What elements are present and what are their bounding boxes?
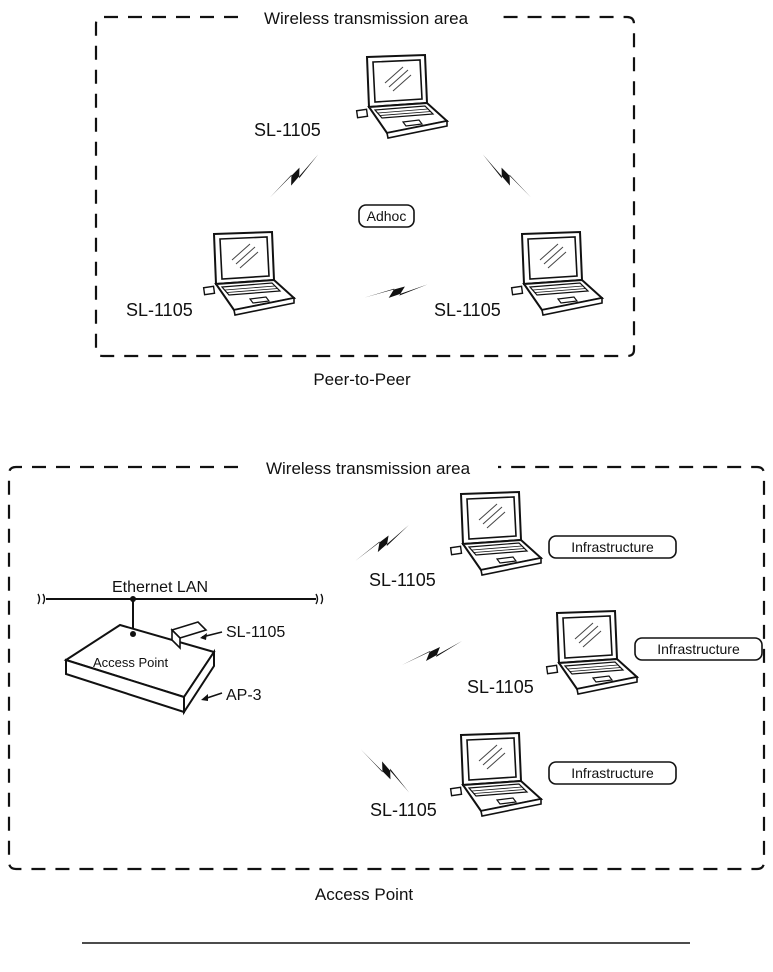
pointer-arrow [200, 632, 222, 640]
laptop-icon [547, 611, 637, 694]
access-point-label: Access Point [93, 655, 169, 670]
ap-model-label: AP-3 [226, 687, 262, 704]
device-label: SL-1105 [467, 677, 534, 697]
mode-tag-label: Infrastructure [571, 539, 654, 555]
peer-area-title: Wireless transmission area [264, 9, 469, 28]
access-point-section: Wireless transmission area Ethernet LAN … [9, 459, 764, 904]
device-label: SL-1105 [369, 570, 436, 590]
wireless-signal-icon [402, 641, 462, 665]
device-label: SL-1105 [254, 120, 321, 140]
device-label: SL-1105 [126, 300, 193, 320]
laptop-icon [451, 492, 541, 575]
device-label: SL-1105 [434, 300, 501, 320]
wireless-signal-icon [364, 274, 427, 308]
laptop-icon [204, 232, 294, 315]
lan-label: Ethernet LAN [112, 579, 208, 596]
mode-tag-label: Infrastructure [657, 641, 740, 657]
mode-tag-label: Infrastructure [571, 765, 654, 781]
device-label: SL-1105 [370, 800, 437, 820]
laptop-icon [451, 733, 541, 816]
adapter-label: SL-1105 [226, 624, 285, 641]
peer-caption: Peer-to-Peer [313, 370, 411, 389]
wireless-signal-icon [475, 154, 540, 197]
peer-to-peer-section: Wireless transmission area SL-1105 SL-11… [96, 9, 634, 389]
laptop-icon [512, 232, 602, 315]
ap-area-title: Wireless transmission area [266, 459, 471, 478]
wireless-signal-icon [262, 154, 327, 197]
pointer-arrow [201, 693, 222, 701]
laptop-icon [357, 55, 447, 138]
wireless-signal-icon [353, 749, 418, 792]
wireless-signal-icon [350, 525, 414, 561]
mode-tag-label: Adhoc [367, 208, 407, 224]
ap-caption: Access Point [315, 885, 414, 904]
